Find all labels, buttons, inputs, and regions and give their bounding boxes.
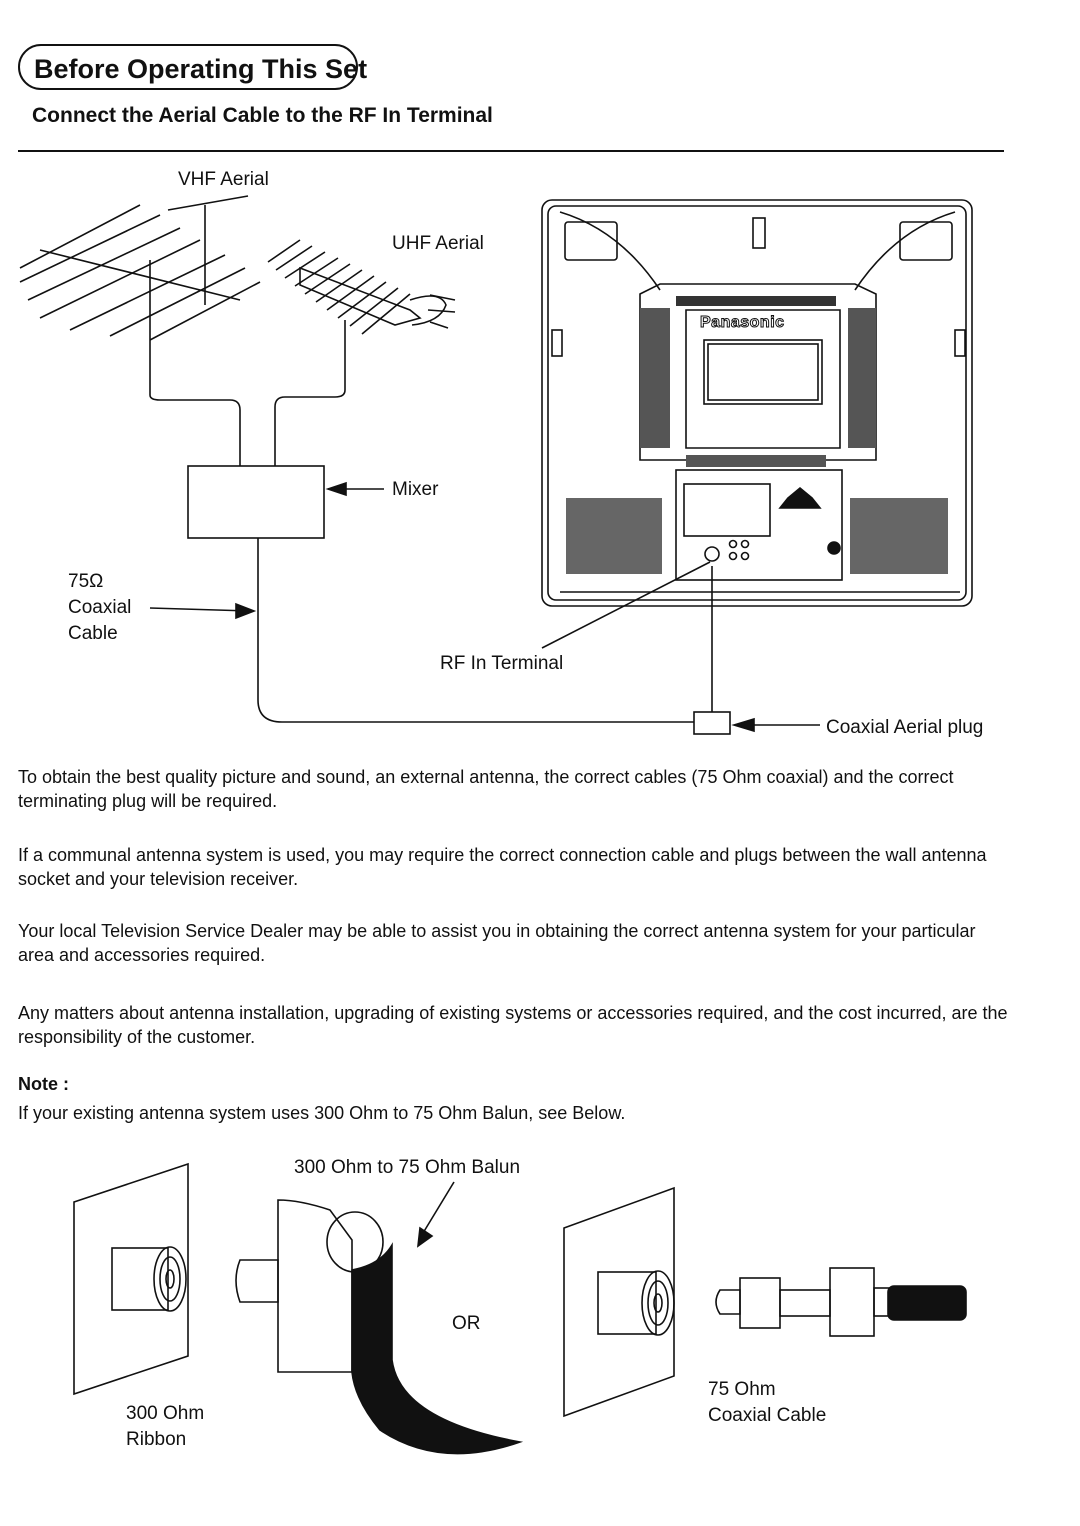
paragraph-2: If a communal antenna system is used, yo… [18, 845, 987, 889]
vhf-aerial-illustration [19, 195, 261, 380]
mixer-box [187, 465, 325, 539]
coax-cable-label-line3: Cable [68, 623, 118, 644]
tv-rear-illustration [541, 199, 973, 607]
rf-in-terminal-label: RF In Terminal [440, 653, 564, 674]
uhf-aerial-label: UHF Aerial [392, 233, 484, 254]
or-label: OR [452, 1313, 481, 1334]
balun-label: 300 Ohm to 75 Ohm Balun [294, 1157, 521, 1178]
uhf-aerial-illustration [267, 239, 456, 380]
coax-cable-bottom-label-line1: 75 Ohm [708, 1379, 776, 1400]
paragraph-3: Your local Television Service Dealer may… [18, 921, 976, 965]
wall-socket-right [563, 1186, 675, 1418]
wall-socket-left [73, 1162, 189, 1396]
coaxial-aerial-plug-label: Coaxial Aerial plug [826, 717, 984, 738]
note-text: If your existing antenna system uses 300… [18, 1103, 626, 1123]
coaxial-plug [693, 711, 731, 735]
note-heading: Note : [18, 1074, 69, 1094]
ribbon-label-line1: 300 Ohm [126, 1403, 205, 1424]
balun-illustration [235, 1181, 524, 1455]
paragraph-4: Any matters about antenna installation, … [18, 1003, 1008, 1047]
paragraph-1: To obtain the best quality picture and s… [18, 767, 954, 811]
coaxial-cable-plug-illustration [715, 1267, 967, 1337]
header-rule [18, 150, 1004, 152]
ribbon-label-line2: Ribbon [126, 1429, 187, 1450]
section-title: Before Operating This Set [18, 44, 367, 90]
coax-cable-label-line2: Coaxial [68, 597, 132, 618]
coax-cable-bottom-label-line2: Coaxial Cable [708, 1405, 827, 1426]
vhf-aerial-label: VHF Aerial [178, 169, 269, 190]
page-subtitle: Connect the Aerial Cable to the RF In Te… [32, 104, 493, 127]
tv-brand-logo: Panasonic [700, 314, 785, 332]
coax-cable-label-line1: 75Ω [68, 571, 104, 592]
mixer-label: Mixer [392, 479, 439, 500]
